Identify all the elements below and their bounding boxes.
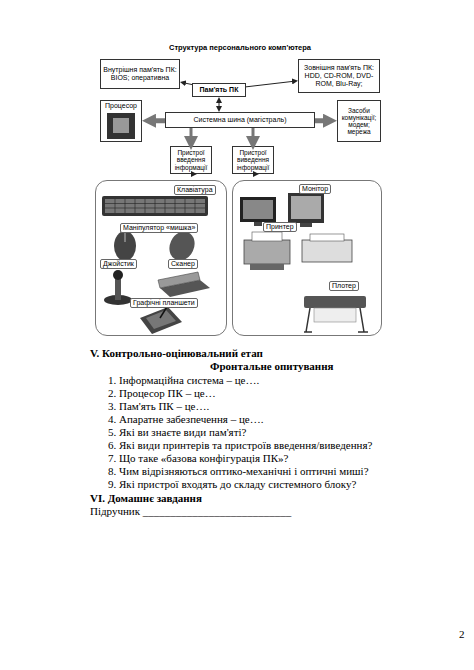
diagram-title: Структура персонального комп'ютера — [130, 43, 350, 52]
printer-left-tray — [250, 264, 284, 270]
node-text: Системна шина (магістраль) — [194, 116, 287, 124]
page-text: 6. Які види принтерів та пристроїв введе… — [108, 439, 372, 451]
page-text: 1. Інформаційна система – це…. — [108, 374, 259, 386]
page-text: 2. Процесор ПК – це… — [108, 387, 216, 399]
connector-arrow — [186, 83, 192, 84]
memory-hub-box: Пам'ять ПК — [192, 83, 246, 97]
connector-arrow — [190, 128, 193, 136]
chip-body — [107, 113, 135, 139]
printer-left-paper — [252, 232, 282, 241]
plotter-picture — [304, 296, 368, 332]
cpu-chip — [107, 113, 135, 139]
connector-arrow — [246, 81, 292, 86]
keyboard-grid — [105, 199, 205, 213]
joystick-knob — [113, 270, 123, 280]
device-label: Джойстик — [100, 259, 137, 269]
tablet-body — [140, 307, 182, 334]
printer-picture — [244, 232, 352, 270]
page-text: 2 — [459, 628, 465, 640]
page-text: V. Контрольно-оцінювальний етап — [90, 347, 263, 359]
keyboard-picture — [102, 196, 208, 216]
output-panel: МоніторПринтерПлотер — [232, 180, 382, 336]
page-text: 9. Які пристрої входять до складу систем… — [108, 478, 356, 490]
mouse-left — [114, 231, 136, 261]
plotter-paper — [314, 308, 356, 322]
mouse-split — [125, 232, 126, 242]
page-text: 8. Чим відрізняються оптико-механічні і … — [108, 465, 369, 477]
device-label: Клавіатура — [174, 185, 216, 195]
memory-box: Зовнішня пам'ять ПК: HDD, CD-ROM, DVD-RO… — [298, 59, 380, 93]
node-text: Процесор — [105, 102, 137, 110]
device-label: Графічні планшети — [130, 298, 198, 308]
node-text: Зовнішня пам'ять ПК: HDD, CD-ROM, DVD-RO… — [300, 64, 378, 87]
device-label: Плотер — [329, 281, 359, 291]
communication-box: Засоби комунікації; модем; мережа — [337, 100, 381, 142]
page-text: 5. Які ви знаєте види пам'яті? — [108, 426, 246, 438]
system-bus: Системна шина (магістраль) — [165, 112, 315, 128]
keyboard-keys — [105, 199, 205, 213]
node-text: Пристрої введення інформації — [172, 149, 210, 170]
monitor-right — [288, 193, 324, 223]
connector-arrow — [315, 118, 323, 123]
input-devices-box: Пристрої введення інформації — [170, 146, 212, 174]
connector-arrow — [252, 128, 255, 136]
output-devices-box: Пристрої виведення інформації — [232, 146, 274, 174]
connector-arrow — [156, 118, 165, 123]
processor-box: Процесор — [100, 100, 142, 142]
plotter-body — [304, 296, 366, 308]
scanner-lid — [158, 272, 200, 288]
node-text: Пристрої виведення інформації — [234, 149, 272, 170]
node-text: Пам'ять ПК — [200, 86, 239, 94]
page-text: 3. Пам'ять ПК – це…. — [108, 400, 209, 412]
connector-arrow — [219, 103, 220, 106]
page-text: 4. Апаратне забезпечення – це…. — [108, 413, 263, 425]
device-label: Сканер — [168, 259, 198, 269]
printer-right — [302, 240, 352, 262]
node-text: Засоби комунікації; модем; мережа — [339, 107, 379, 136]
device-label: Принтер — [263, 222, 297, 232]
monitor-right-stand — [300, 223, 312, 227]
plotter-legs — [304, 308, 368, 332]
monitor-left-screen — [243, 200, 273, 219]
page-text: Підручник ___________________________ — [90, 505, 291, 517]
chip-core — [113, 118, 129, 133]
monitor-left-stand — [254, 222, 262, 226]
printer-right-paper — [310, 234, 344, 241]
keyboard-body — [102, 196, 208, 216]
scanner-picture — [158, 272, 210, 297]
page-text: 7. Що таке «базова конфігурація ПК»? — [108, 452, 288, 464]
joystick-picture — [104, 270, 132, 305]
memory-box: Внутрішня пам'ять ПК: BIOS; оперативна — [100, 59, 180, 89]
page-text: Фронтальне опитування — [210, 360, 334, 372]
device-label: Монітор — [299, 184, 331, 194]
input-panel: КлавіатураМаніпулятор «мишка» Джойстик Ска… — [95, 180, 227, 336]
printer-left — [244, 240, 290, 264]
node-text: Внутрішня пам'ять ПК: BIOS; оперативна — [102, 66, 178, 81]
tablet-surface — [146, 310, 176, 329]
monitor-left — [240, 197, 276, 222]
monitor-right-screen — [291, 196, 321, 219]
device-label: Маніпулятор «мишка» — [120, 223, 198, 233]
page-text: VI. Домашнє завдання — [90, 492, 202, 504]
